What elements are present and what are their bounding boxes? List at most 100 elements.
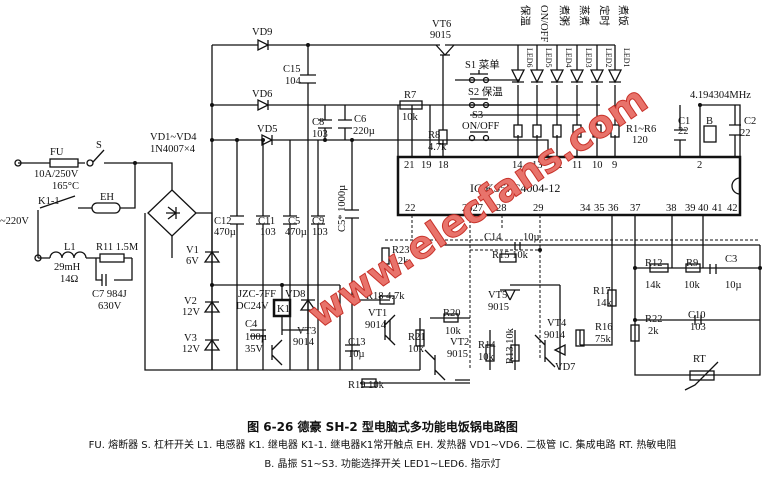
- resistor-symbols: [361, 100, 701, 388]
- svg-text:R14: R14: [478, 340, 496, 351]
- svg-text:R22: R22: [645, 314, 663, 325]
- svg-text:R18 4.7k: R18 4.7k: [366, 291, 405, 302]
- led-function-labels: 保温 ON/OFF 煮粥 蒸煮 定时 煮饭: [519, 5, 629, 43]
- svg-text:R1~R6: R1~R6: [626, 124, 656, 135]
- svg-text:B: B: [706, 116, 713, 127]
- svg-text:10k: 10k: [684, 280, 701, 291]
- svg-text:R13 10k: R13 10k: [505, 327, 516, 364]
- svg-text:12: 12: [552, 160, 563, 171]
- svg-text:C4: C4: [245, 319, 258, 330]
- fuse-icon: [49, 158, 79, 168]
- svg-text:100µ: 100µ: [245, 332, 267, 343]
- svg-text:V1: V1: [186, 245, 199, 256]
- svg-text:VD7: VD7: [555, 362, 575, 373]
- capacitor-symbols: [230, 74, 741, 352]
- svg-text:10A/250V: 10A/250V: [34, 169, 79, 180]
- bridge-rectifier-icon: [147, 189, 197, 237]
- svg-text:4.7k: 4.7k: [428, 142, 447, 153]
- heater-icon: [91, 202, 121, 214]
- capacitor-icon: [101, 274, 107, 286]
- svg-text:14Ω: 14Ω: [60, 274, 79, 285]
- svg-text:2: 2: [697, 160, 702, 171]
- crystal-icon: [703, 125, 717, 143]
- svg-text:104: 104: [285, 76, 302, 87]
- svg-text:L1: L1: [64, 242, 76, 253]
- svg-text:S1 菜单: S1 菜单: [465, 59, 500, 71]
- legend-line-2: B. 晶振 S1~S3. 功能选择开关 LED1~LED6. 指示灯: [264, 459, 501, 470]
- svg-text:DC24V: DC24V: [236, 301, 269, 312]
- svg-text:C15: C15: [283, 64, 301, 75]
- svg-text:19: 19: [421, 160, 432, 171]
- svg-text:35V: 35V: [245, 344, 264, 355]
- svg-text:10: 10: [592, 160, 603, 171]
- svg-text:C5* 1000µ: C5* 1000µ: [337, 185, 348, 232]
- svg-text:C3: C3: [725, 254, 737, 265]
- svg-text:630V: 630V: [98, 301, 122, 312]
- svg-text:29mH: 29mH: [54, 262, 81, 273]
- svg-text:R23: R23: [392, 245, 410, 256]
- svg-text:42: 42: [727, 203, 738, 214]
- transistor-icons: [271, 44, 556, 381]
- svg-text:11: 11: [572, 160, 582, 171]
- svg-text:10k: 10k: [478, 352, 495, 363]
- legend-line-1: FU. 熔断器 S. 杠杆开关 L1. 电感器 K1. 继电器 K1-1. 继电…: [88, 440, 677, 451]
- svg-text:ON/OFF: ON/OFF: [538, 5, 549, 43]
- svg-text:K1-1: K1-1: [38, 196, 60, 207]
- svg-text:VD5: VD5: [257, 124, 277, 135]
- svg-text:10k: 10k: [408, 344, 425, 355]
- svg-text:36: 36: [608, 203, 619, 214]
- svg-text:220µ: 220µ: [353, 126, 375, 137]
- svg-text:10k: 10k: [402, 112, 419, 123]
- svg-text:V3: V3: [184, 333, 197, 344]
- svg-text:R9: R9: [686, 258, 698, 269]
- svg-text:35: 35: [594, 203, 605, 214]
- svg-text:C2: C2: [744, 116, 756, 127]
- svg-text:6V: 6V: [186, 256, 199, 267]
- svg-text:S2 保温: S2 保温: [468, 85, 503, 98]
- svg-text:C11: C11: [258, 216, 275, 227]
- wires: [18, 44, 761, 384]
- svg-text:LED5: LED5: [544, 48, 553, 68]
- svg-text:10µ: 10µ: [523, 232, 540, 243]
- svg-text:9014: 9014: [293, 337, 315, 348]
- svg-text:103: 103: [260, 227, 276, 238]
- svg-text:103: 103: [312, 129, 328, 140]
- svg-text:9015: 9015: [447, 349, 468, 360]
- svg-text:R12: R12: [645, 258, 663, 269]
- svg-text:VT3: VT3: [297, 326, 316, 337]
- svg-text:FU: FU: [50, 147, 64, 158]
- svg-text:29: 29: [533, 203, 544, 214]
- svg-text:14k: 14k: [596, 298, 613, 309]
- svg-text:保温: 保温: [519, 5, 532, 26]
- svg-text:28: 28: [496, 203, 507, 214]
- svg-text:LED1: LED1: [622, 48, 631, 68]
- svg-text:VD6: VD6: [252, 89, 272, 100]
- svg-text:22: 22: [678, 126, 689, 137]
- svg-text:定时: 定时: [598, 5, 611, 26]
- svg-text:C8: C8: [312, 117, 324, 128]
- switch-icons: [468, 70, 490, 142]
- svg-text:VT6: VT6: [432, 19, 451, 30]
- svg-text:煮饭: 煮饭: [617, 5, 629, 26]
- svg-text:22: 22: [405, 203, 416, 214]
- svg-text:4.194304MHz: 4.194304MHz: [690, 90, 751, 101]
- svg-text:煮粥: 煮粥: [558, 5, 570, 26]
- svg-text:R20: R20: [443, 308, 461, 319]
- svg-text:9015: 9015: [488, 302, 509, 313]
- svg-text:10k: 10k: [445, 326, 462, 337]
- svg-text:蒸煮: 蒸煮: [578, 5, 590, 26]
- ic-notch: [731, 177, 741, 195]
- svg-text:VT2: VT2: [450, 337, 469, 348]
- svg-text:41: 41: [712, 203, 723, 214]
- led-icons: [510, 69, 623, 84]
- svg-text:C6: C6: [354, 114, 366, 125]
- svg-text:S: S: [96, 140, 102, 151]
- svg-text:R15 10k: R15 10k: [492, 250, 529, 261]
- diode-icons: [203, 38, 566, 357]
- svg-text:R17: R17: [593, 286, 611, 297]
- svg-text:R16: R16: [595, 322, 613, 333]
- svg-text:9015: 9015: [430, 30, 451, 41]
